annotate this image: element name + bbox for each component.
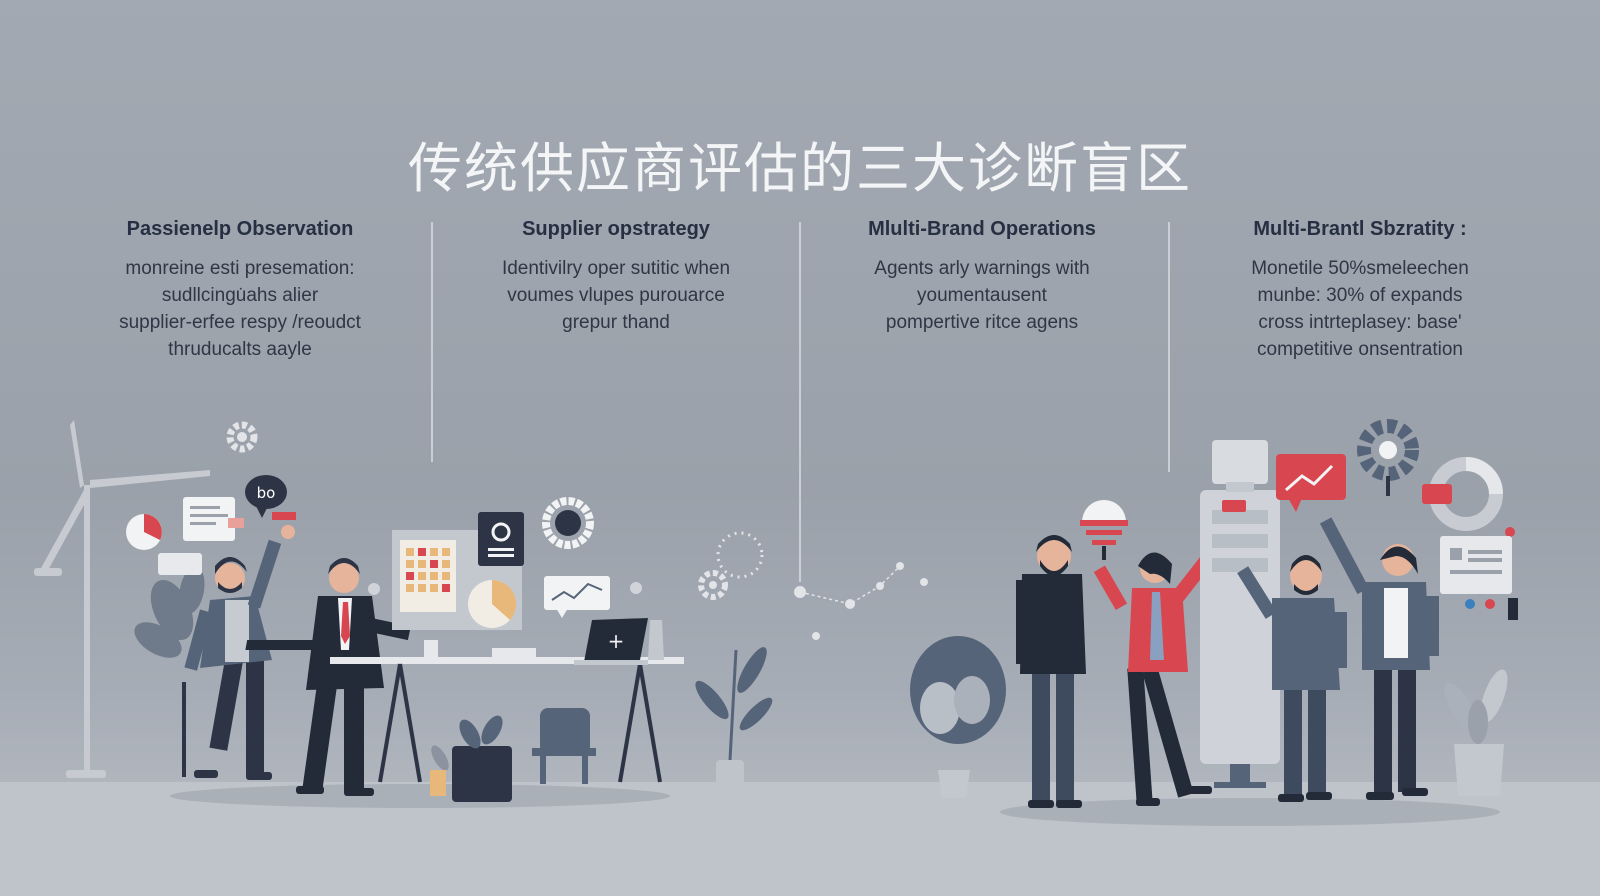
wind-turbine-icon — [34, 420, 210, 778]
warning-signal-icon — [1080, 500, 1128, 560]
column-4-heading: Multi-Brantl Sbzratity : — [1253, 218, 1467, 240]
plus-glyph: + — [608, 629, 625, 653]
person-standing — [1016, 535, 1086, 808]
chair — [532, 708, 596, 784]
column-2: Supplier opstrategy Identivilry oper sut… — [446, 218, 786, 336]
column-1-line: sudllcingu̇ahs alier — [161, 285, 319, 306]
column-3-line: youmentausent — [917, 285, 1047, 306]
document-icon — [183, 497, 235, 541]
column-divider — [1168, 222, 1170, 472]
network-dots — [794, 562, 928, 640]
column-3-heading: Mlulti-Brand Operations — [868, 218, 1096, 240]
mug — [424, 640, 438, 658]
column-3-line: Agents arly warnings with — [874, 258, 1090, 279]
document-icon — [478, 512, 524, 566]
column-divider — [431, 222, 433, 462]
gear-icon — [698, 570, 728, 600]
column-2-body: Identivilry oper sutitic when voumes vlu… — [446, 255, 786, 336]
column-divider — [799, 222, 801, 582]
gear-icon — [226, 421, 258, 453]
column-2-line: Identivilry oper sutitic when — [501, 258, 731, 279]
chart-icon — [1276, 454, 1346, 512]
column-2-line: voumes vlupes purouarce — [507, 285, 725, 306]
dashboard-card — [1440, 536, 1518, 620]
paper-stack — [492, 648, 536, 658]
document-line — [190, 522, 216, 525]
chart-board — [392, 530, 522, 630]
column-4-line: competitive onsentration — [1257, 339, 1463, 360]
column-3: Mlulti-Brand Operations Agents arly warn… — [812, 218, 1152, 336]
dotted-ring — [716, 531, 764, 579]
document-line — [190, 506, 220, 509]
column-4-line: munbe: 30% of expands — [1257, 285, 1463, 306]
speech-bubble-icon: bo — [245, 475, 287, 518]
speech-bubble-text: bo — [257, 484, 276, 502]
column-3-line: pompertive ritce agens — [885, 312, 1079, 333]
dot — [630, 582, 642, 594]
column-2-line: grepur thand — [562, 312, 670, 333]
dot — [1505, 527, 1515, 537]
person-standing — [1237, 555, 1347, 802]
red-tag — [272, 512, 296, 520]
plant-icon — [695, 647, 773, 796]
ring-icon — [542, 497, 594, 549]
pie-chart-slice — [144, 514, 162, 540]
column-1: Passienelp Observation monreine esti pre… — [70, 218, 410, 363]
document-tag — [228, 518, 244, 528]
vase — [648, 620, 664, 660]
plant-icon — [430, 715, 512, 802]
column-3-body: Agents arly warnings with youmentausent … — [812, 255, 1152, 336]
column-4-line: cross intrteplasey: base' — [1258, 312, 1462, 333]
column-1-heading: Passienelp Observation — [126, 218, 354, 240]
red-tag — [1422, 484, 1452, 504]
column-1-body: monreine esti presemation: sudllcingu̇ah… — [70, 255, 410, 363]
document-line — [190, 514, 228, 517]
person-woman — [1093, 550, 1217, 806]
dot — [368, 583, 380, 595]
chart-icon — [544, 576, 610, 618]
laptop-icon: + — [574, 618, 648, 665]
plant-icon — [134, 566, 205, 658]
column-4: Multi-Brantl Sbzratity : Monetile 50%sme… — [1190, 218, 1530, 363]
column-4-line: Monetile 50%smeleechen — [1251, 258, 1469, 279]
plant-icon — [1444, 669, 1508, 796]
column-4-body: Monetile 50%smeleechen munbe: 30% of exp… — [1190, 255, 1530, 363]
person-businessman — [296, 558, 411, 796]
gear-icon — [1357, 419, 1419, 496]
person-waving — [1319, 517, 1439, 800]
floor-shadow — [1000, 798, 1500, 826]
plant-icon — [910, 636, 1006, 798]
page-title: 传统供应商评估的三大诊断盲区 — [408, 137, 1192, 201]
desk — [245, 640, 684, 783]
column-1-line: monreine esti presemation: — [125, 258, 355, 279]
column-1-line: supplier-erfee respy /reoudct — [119, 312, 361, 333]
column-2-heading: Supplier opstrategy — [522, 218, 710, 240]
floor-shadow — [170, 784, 670, 808]
server-device — [1200, 440, 1280, 788]
small-card — [158, 553, 202, 575]
column-1-line: thruducalts aayle — [168, 339, 312, 360]
